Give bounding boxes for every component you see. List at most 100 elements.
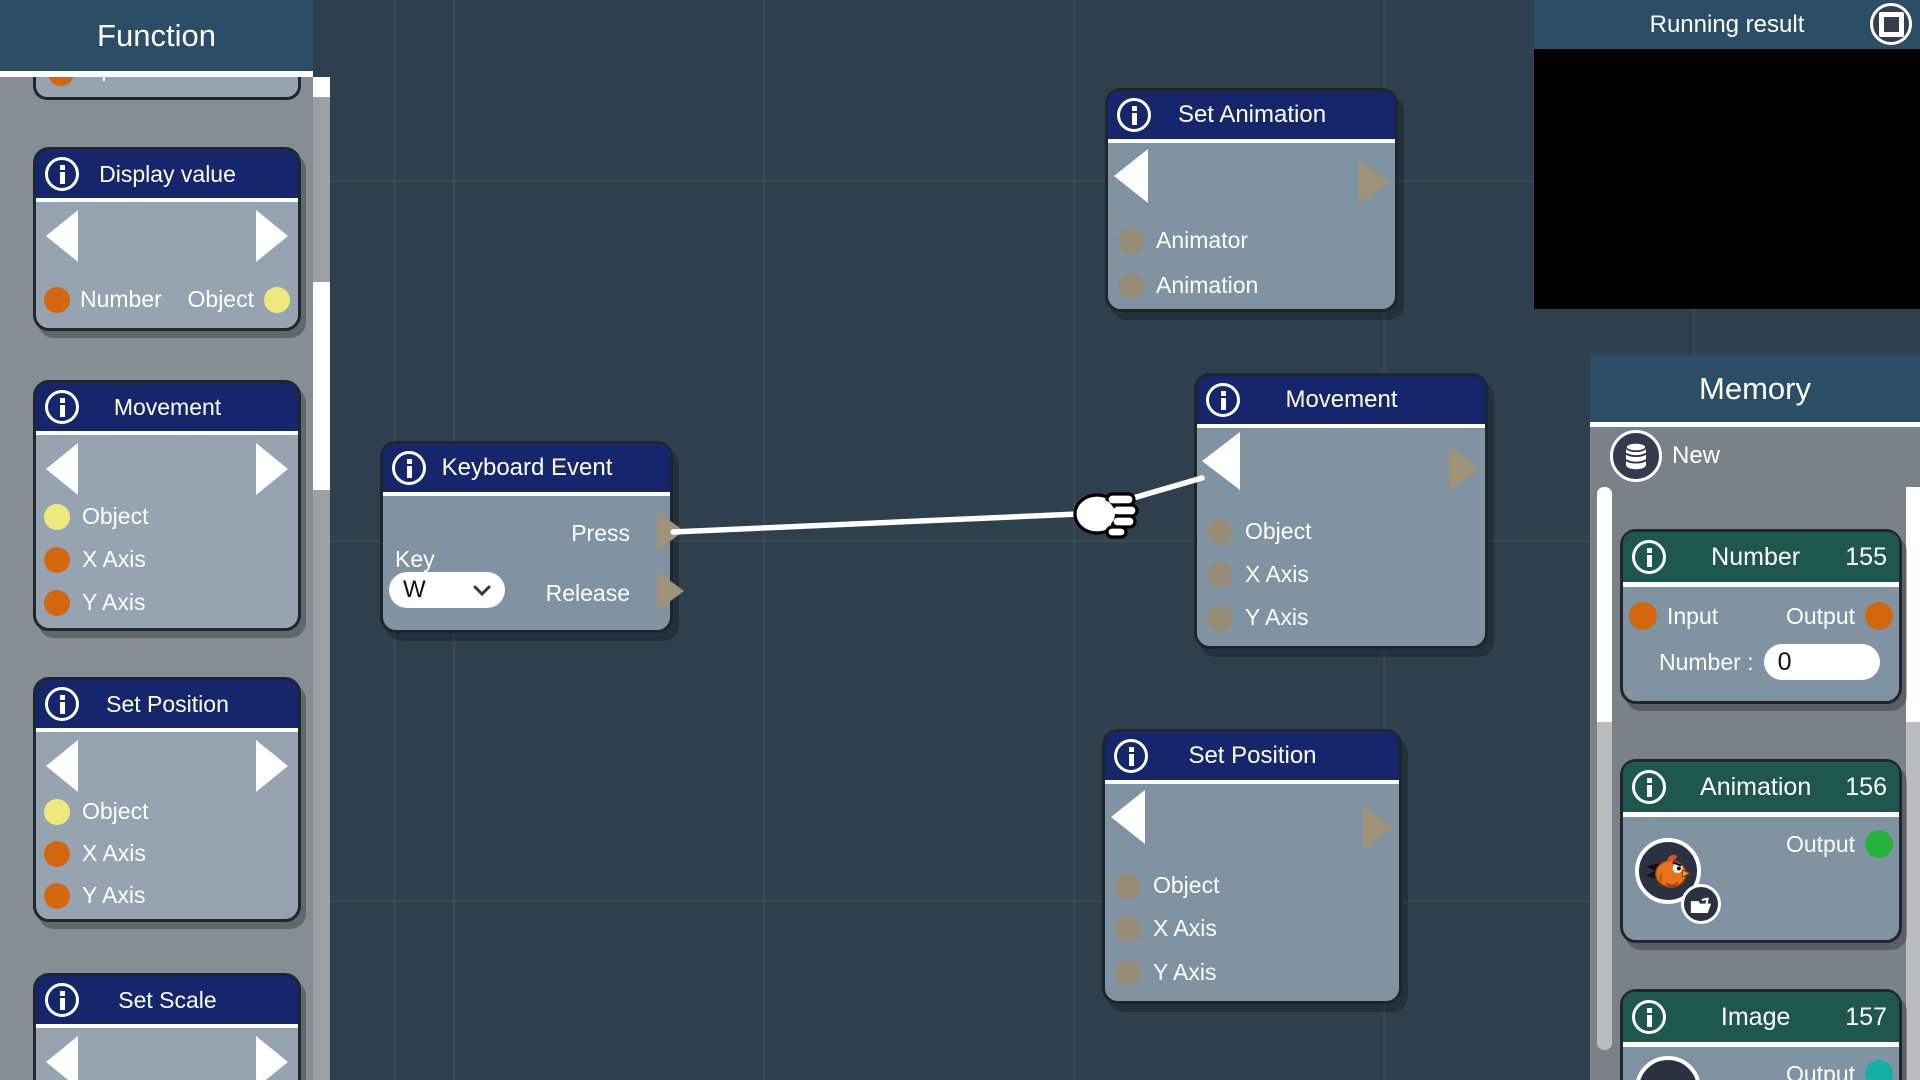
page-left-arrow[interactable] — [46, 210, 78, 262]
memory-scrollbar-thumb[interactable] — [1597, 487, 1612, 722]
sidebar-node-set-position[interactable]: Set Position Object X Axis Y Axis — [33, 677, 301, 922]
node-keyboard-event-titlebar: Keyboard Event — [383, 444, 670, 496]
open-file-badge[interactable] — [1681, 884, 1721, 924]
flow-out-port[interactable] — [1359, 159, 1389, 205]
port-row[interactable]: Object — [1115, 872, 1219, 899]
node-set-animation[interactable]: Set Animation Animator Animation — [1105, 88, 1398, 312]
number-field-label: Number : — [1659, 648, 1754, 675]
sidebar-node-movement[interactable]: Movement Object X Axis Y Axis — [33, 380, 301, 631]
function-scrollbar-segment[interactable] — [313, 77, 330, 97]
port-row[interactable]: Y Axis — [1207, 604, 1309, 631]
page-right-arrow[interactable] — [256, 210, 288, 262]
memory-right-scrollbar-track[interactable] — [1906, 722, 1920, 1080]
flow-out-port[interactable] — [1363, 804, 1393, 850]
port-row[interactable]: Y Axis — [1115, 959, 1217, 986]
port-dot[interactable] — [1865, 830, 1893, 858]
port-row[interactable]: X Axis — [44, 546, 146, 573]
port-dot[interactable] — [1118, 227, 1144, 254]
press-output-port[interactable] — [657, 511, 684, 551]
node-movement[interactable]: Movement Object X Axis Y Axis — [1194, 373, 1488, 649]
function-scrollbar-thumb[interactable] — [313, 282, 330, 490]
port-row[interactable]: Object — [1207, 518, 1311, 545]
port-dot[interactable] — [1207, 518, 1233, 545]
info-icon[interactable] — [1206, 383, 1240, 417]
port-dot[interactable] — [1865, 602, 1893, 630]
memory-item-animation[interactable]: Animation 156 Output — [1620, 759, 1902, 943]
port-row[interactable]: Animation — [1118, 272, 1258, 299]
animation-preview-avatar[interactable] — [1635, 838, 1701, 904]
page-right-arrow[interactable] — [256, 740, 288, 792]
port-label: Object — [187, 286, 254, 312]
sidebar-node-set-scale[interactable]: Set Scale — [33, 973, 301, 1080]
page-right-arrow[interactable] — [256, 1036, 288, 1080]
port-dot[interactable] — [1207, 604, 1233, 631]
key-select[interactable]: W — [389, 572, 505, 608]
port-dot[interactable] — [44, 503, 70, 530]
port-dot[interactable] — [1865, 1060, 1893, 1080]
node-set-position[interactable]: Set Position Object X Axis Y Axis — [1102, 729, 1402, 1004]
memory-right-scrollbar-thumb[interactable] — [1906, 487, 1920, 722]
running-result-header: Running result — [1534, 0, 1920, 49]
port-dot[interactable] — [44, 589, 70, 616]
key-label: Key — [395, 546, 435, 572]
stop-button[interactable] — [1870, 3, 1912, 45]
memory-item-image[interactable]: Image 157 Output — [1620, 989, 1902, 1080]
info-icon[interactable] — [1117, 98, 1151, 132]
port-dot[interactable] — [1207, 561, 1233, 588]
info-icon[interactable] — [45, 983, 79, 1017]
port-row[interactable]: Y Axis — [44, 882, 146, 909]
function-panel-scrollbar[interactable] — [313, 77, 330, 1080]
info-icon[interactable] — [45, 390, 79, 424]
page-right-arrow[interactable] — [256, 443, 288, 495]
port-dot[interactable] — [44, 546, 70, 573]
port-dot[interactable] — [264, 286, 290, 313]
info-icon[interactable] — [1632, 540, 1666, 574]
port-row[interactable]: X Axis — [1207, 561, 1309, 588]
port-row[interactable]: Animator — [1118, 227, 1248, 254]
port-dot[interactable] — [44, 286, 70, 313]
port-row[interactable]: Y Axis — [44, 589, 146, 616]
port-row[interactable]: Output — [1786, 602, 1893, 630]
port-dot[interactable] — [1115, 959, 1141, 986]
port-dot[interactable] — [1629, 602, 1657, 630]
port-row[interactable]: X Axis — [1115, 915, 1217, 942]
port-row[interactable]: Output — [1786, 830, 1893, 858]
page-left-arrow[interactable] — [46, 443, 78, 495]
titlebar: Animation 156 — [1623, 762, 1899, 817]
page-left-arrow[interactable] — [46, 740, 78, 792]
flow-in-port[interactable] — [1202, 432, 1240, 490]
port-dot[interactable] — [1118, 272, 1144, 299]
chevron-down-icon — [473, 585, 491, 596]
port-row[interactable]: X Axis — [44, 840, 146, 867]
port-row[interactable]: Object — [188, 286, 290, 313]
node-keyboard-event[interactable]: Keyboard Event Press Key W Release — [380, 441, 684, 633]
number-value-input[interactable] — [1763, 644, 1880, 680]
info-icon[interactable] — [45, 687, 79, 721]
port-row[interactable]: Input — [1629, 602, 1718, 630]
info-icon[interactable] — [45, 157, 79, 191]
memory-scrollbar-track[interactable] — [1597, 722, 1612, 1050]
info-icon[interactable] — [392, 451, 426, 485]
info-icon[interactable] — [1632, 770, 1666, 804]
port-dot[interactable] — [44, 840, 70, 867]
port-dot[interactable] — [44, 798, 70, 825]
memory-panel — [1590, 427, 1920, 1080]
port-row[interactable]: Object — [44, 798, 148, 825]
port-dot[interactable] — [44, 882, 70, 909]
new-memory-button[interactable] — [1610, 430, 1662, 482]
memory-item-number[interactable]: Number 155 Input Output Number : — [1620, 529, 1902, 704]
port-dot[interactable] — [1115, 872, 1141, 899]
flow-in-port[interactable] — [1111, 790, 1145, 844]
info-icon[interactable] — [1632, 1000, 1666, 1034]
port-row[interactable]: Number — [44, 286, 162, 313]
port-label: Y Axis — [1153, 959, 1217, 985]
flow-in-port[interactable] — [1114, 149, 1148, 203]
page-left-arrow[interactable] — [46, 1036, 78, 1080]
flow-out-port[interactable] — [1449, 446, 1479, 492]
info-icon[interactable] — [1114, 739, 1148, 773]
sidebar-node-display-value[interactable]: Display value Number Object — [33, 147, 301, 331]
port-row[interactable]: Object — [44, 503, 148, 530]
port-dot[interactable] — [1115, 915, 1141, 942]
port-row[interactable]: Output — [1786, 1060, 1893, 1080]
release-output-port[interactable] — [657, 571, 684, 611]
